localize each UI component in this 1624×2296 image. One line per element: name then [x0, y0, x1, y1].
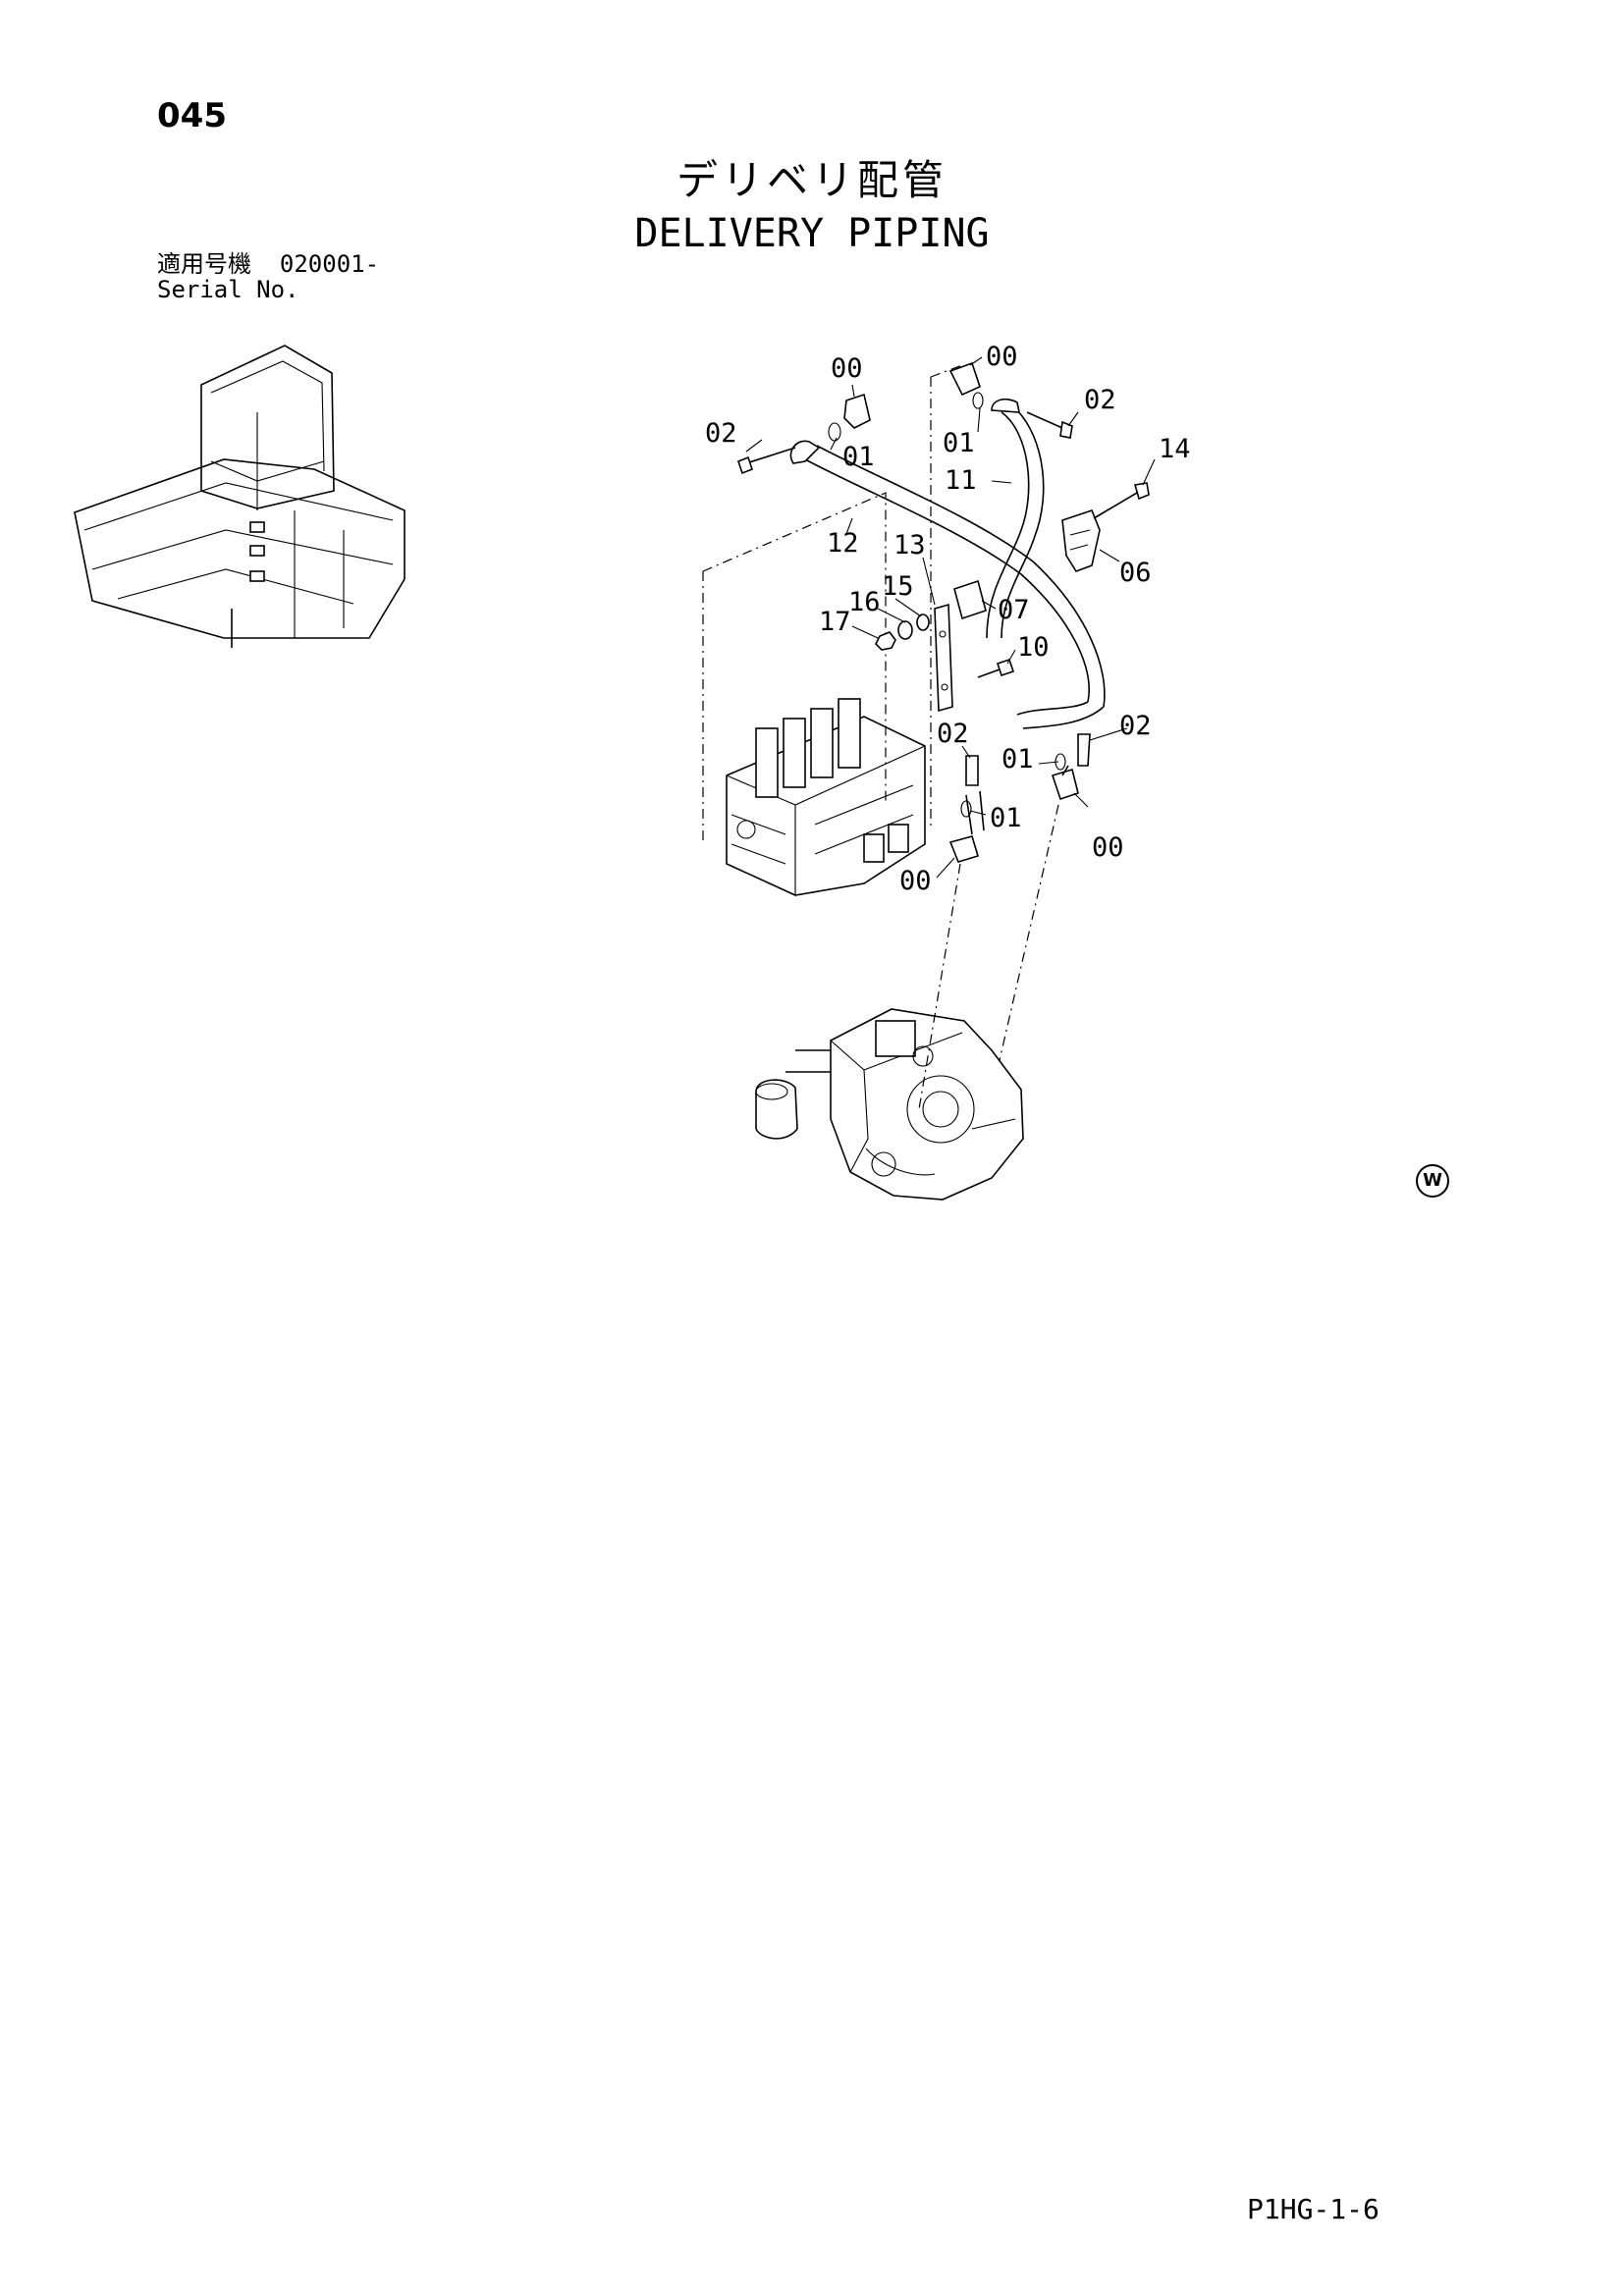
- w-mark: W: [1416, 1164, 1449, 1198]
- callout-02-upper-right: 02: [1084, 385, 1116, 415]
- valve-mount-panel: [702, 364, 963, 840]
- leader-lines: [745, 356, 1156, 879]
- control-valve: [726, 698, 926, 896]
- callout-11: 11: [945, 465, 977, 496]
- clamp-06: [1061, 509, 1101, 572]
- callouts: 00 00 00 00 01 01 01 01 02 02 02 02 06 0…: [705, 342, 1191, 896]
- title-japanese: デリベリ配管: [676, 156, 947, 204]
- callout-16: 16: [848, 587, 881, 617]
- callout-17: 17: [819, 607, 851, 637]
- lower-connector-right: [1061, 765, 1069, 776]
- main-pump: [755, 1008, 1024, 1201]
- hose-12: [789, 440, 1106, 729]
- callout-13: 13: [893, 530, 926, 561]
- title-english: DELIVERY PIPING: [634, 211, 990, 256]
- hardware-15-16-17: [875, 614, 930, 651]
- flange-00-lower-left: [948, 835, 979, 863]
- title-block: デリベリ配管 DELIVERY PIPING: [0, 147, 1624, 256]
- bolt-10: [977, 658, 1015, 678]
- callout-00-top-right: 00: [986, 342, 1018, 372]
- callout-06: 06: [1119, 558, 1152, 588]
- serial-range: 020001-: [279, 250, 380, 278]
- plate-13: [934, 603, 953, 713]
- callout-02-lower-right: 02: [1119, 711, 1152, 741]
- callout-01-lower-right: 01: [1001, 744, 1034, 774]
- bracket-07: [953, 579, 987, 620]
- bolt-02-upper-left: [737, 447, 796, 475]
- hose-11: [986, 398, 1045, 639]
- bolt-02-upper-right: [1026, 411, 1073, 439]
- callout-00-lower-right: 00: [1092, 832, 1124, 863]
- document-code: P1HG-1-6: [1247, 2193, 1380, 2225]
- flange-00-lower-right: [1051, 768, 1079, 801]
- callout-01-lower-left: 01: [990, 803, 1022, 833]
- bolt-14: [1093, 482, 1150, 519]
- flange-00-top-right: [948, 361, 981, 397]
- callout-01-upper-right: 01: [943, 428, 975, 458]
- callout-02-lower-left: 02: [937, 719, 969, 749]
- callout-00-top-left: 00: [831, 353, 863, 384]
- serial-label-jp: 適用号機: [157, 250, 251, 278]
- pump-reference-lines: [918, 804, 1059, 1110]
- serial-label-en: Serial No.: [157, 276, 299, 303]
- serial-block: 適用号機 020001- Serial No.: [157, 251, 379, 302]
- page-number: 045: [157, 96, 227, 135]
- callout-07: 07: [998, 595, 1030, 625]
- callout-00-lower-left: 00: [899, 866, 932, 896]
- callout-01-upper-left: 01: [842, 442, 875, 472]
- callout-12: 12: [827, 528, 859, 559]
- callout-10: 10: [1017, 632, 1050, 663]
- lower-connector-left: [965, 790, 985, 835]
- bolt-02-lower-right: [1077, 733, 1091, 767]
- bolt-02-lower-left: [965, 755, 979, 786]
- callout-14: 14: [1159, 434, 1191, 464]
- flange-00-top-left: [843, 393, 871, 429]
- callout-02-upper-left: 02: [705, 418, 737, 449]
- excavator-locator-sketch: [74, 345, 406, 648]
- callout-15: 15: [882, 571, 914, 602]
